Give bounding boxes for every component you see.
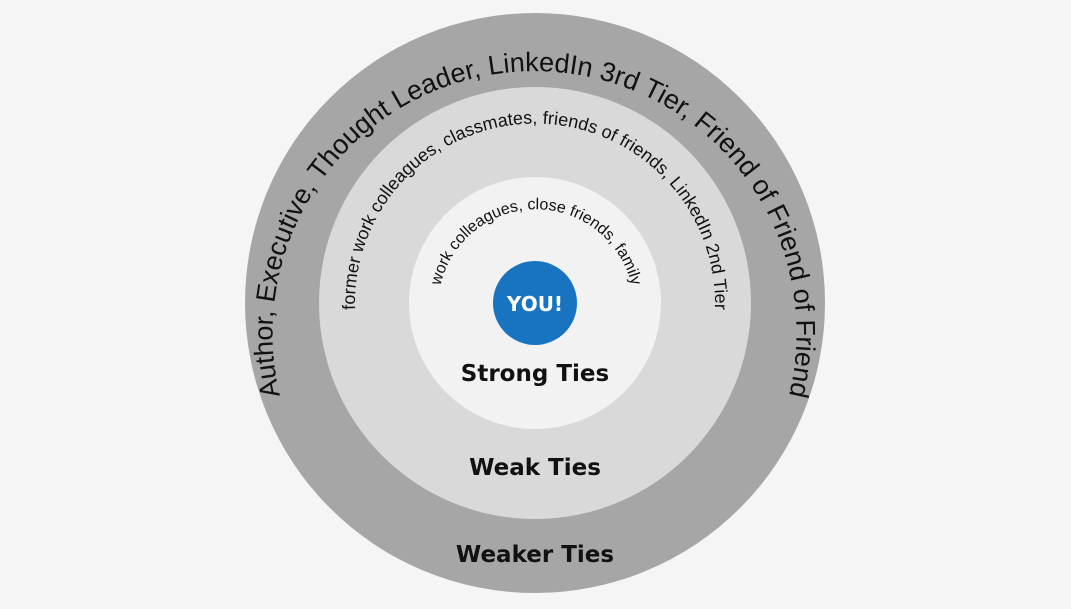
weaker-ties-label: Weaker Ties bbox=[456, 542, 614, 568]
you-circle bbox=[493, 261, 577, 345]
weak-ties-label: Weak Ties bbox=[469, 455, 601, 481]
you-label: YOU! bbox=[506, 292, 563, 316]
strong-ties-label: Strong Ties bbox=[461, 361, 609, 387]
